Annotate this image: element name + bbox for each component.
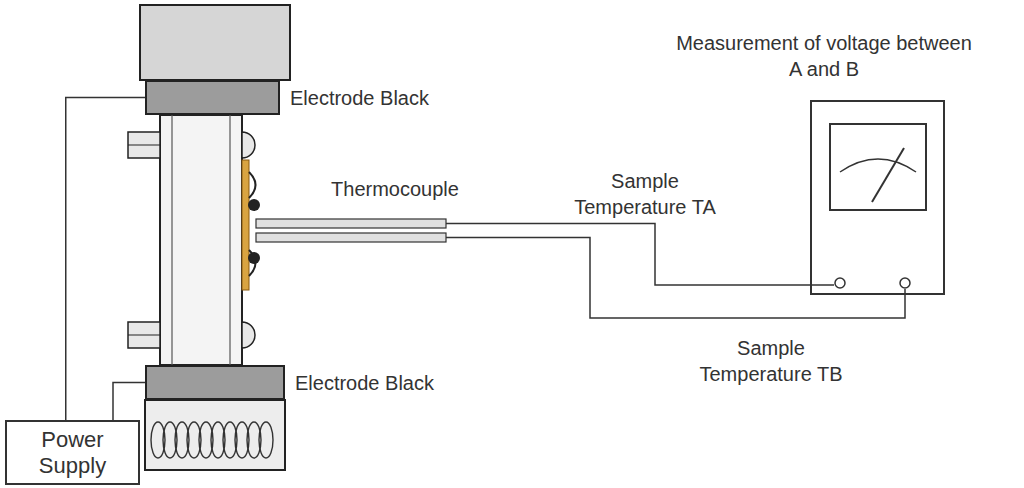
column-edge xyxy=(171,115,172,365)
electrode-block: Electrode Black xyxy=(145,365,285,400)
node-label: Electrode Black xyxy=(290,86,429,109)
meter-scale xyxy=(840,159,916,172)
cap-nut xyxy=(242,132,255,158)
bolt-head xyxy=(128,322,160,348)
terminal xyxy=(900,278,910,288)
bolt-line xyxy=(128,145,160,146)
clamp-contact xyxy=(249,172,256,198)
heater-housing xyxy=(145,400,285,470)
power-supply-box: Power Supply xyxy=(5,420,140,485)
thermocouple-bead xyxy=(248,252,260,264)
signal-wire xyxy=(446,238,905,319)
sample-column xyxy=(160,115,242,365)
voltmeter: Measurement of voltage between A and B xyxy=(810,100,945,295)
sample-strip xyxy=(242,160,249,290)
bolt-line xyxy=(128,335,160,336)
node-label: Electrode Black xyxy=(295,371,434,394)
supply-wire xyxy=(66,98,145,421)
column-edge xyxy=(229,115,230,365)
node-label: Measurement of voltage between A and B xyxy=(674,30,974,82)
bolt-head xyxy=(128,132,160,158)
top-cap xyxy=(140,5,290,80)
thermocouple-rod xyxy=(256,233,446,242)
node-label: Power Supply xyxy=(33,427,112,478)
heater-coil xyxy=(151,422,273,458)
part-label: Thermocouple xyxy=(300,176,490,202)
cap-nut xyxy=(242,322,255,348)
meter-face xyxy=(812,102,943,293)
thermocouple-rod xyxy=(256,219,446,228)
electrode-block: Electrode Black xyxy=(145,80,280,115)
meter-needle xyxy=(872,148,904,202)
signal-wire xyxy=(446,224,834,286)
meter-window xyxy=(830,124,926,210)
thermocouple-bead xyxy=(248,199,260,211)
signal-label: Sample Temperature TB xyxy=(696,335,846,387)
signal-label: Sample Temperature TA xyxy=(570,168,720,220)
supply-wire xyxy=(113,383,145,421)
terminal xyxy=(835,278,845,288)
